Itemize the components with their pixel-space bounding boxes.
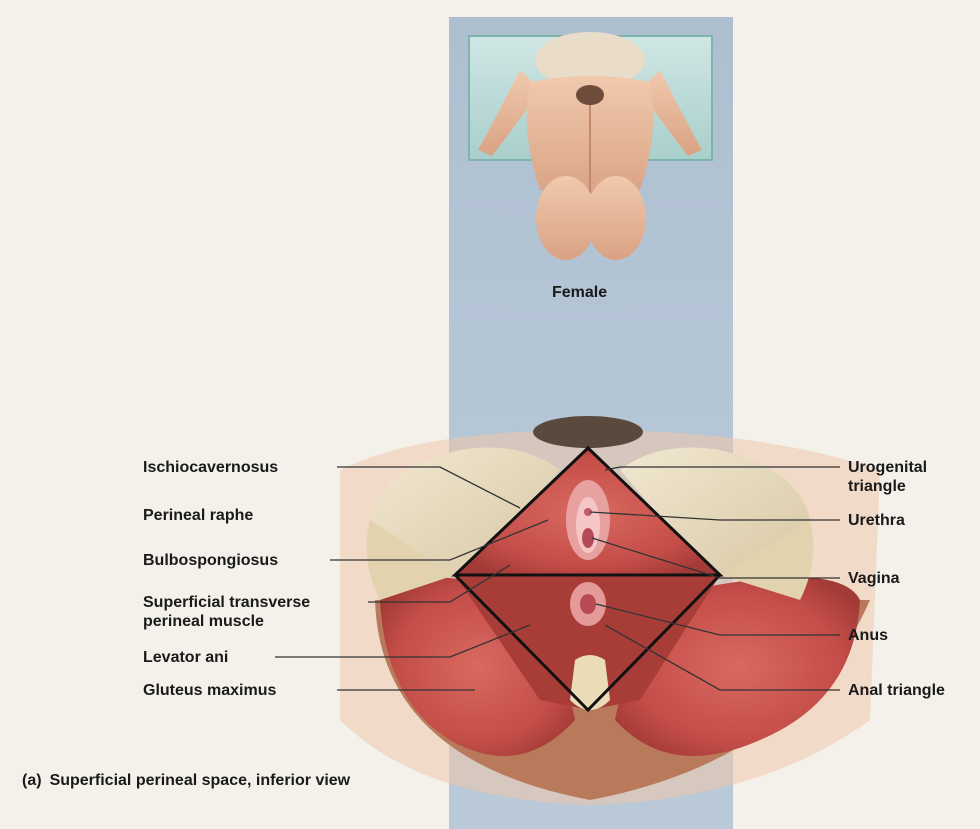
label-bulbospongiosus: Bulbospongiosus (143, 551, 278, 570)
inset-label: Female (552, 283, 607, 302)
label-ischiocavernosus: Ischiocavernosus (143, 458, 278, 477)
pubic-hair (533, 416, 643, 448)
label-urogenital-line2: triangle (848, 477, 906, 496)
anus-opening (580, 594, 596, 614)
perineum-illustration (340, 416, 880, 805)
figure-caption: (a) Superficial perineal space, inferior … (22, 772, 350, 790)
label-vagina: Vagina (848, 569, 900, 588)
coccyx (570, 655, 610, 710)
label-superficial-transverse-line1: Superficial transverse (143, 593, 310, 612)
label-gluteus-maximus: Gluteus maximus (143, 681, 276, 700)
inset-foot-right (586, 176, 646, 260)
caption-text: Superficial perineal space, inferior vie… (50, 772, 351, 789)
caption-tag: (a) (22, 772, 42, 789)
inset-figure (469, 32, 712, 260)
label-anus: Anus (848, 626, 888, 645)
label-anal-triangle: Anal triangle (848, 681, 945, 700)
label-urethra: Urethra (848, 511, 905, 530)
inset-pubic-hair (576, 85, 604, 105)
label-perineal-raphe: Perineal raphe (143, 506, 253, 525)
label-levator-ani: Levator ani (143, 648, 228, 667)
label-urogenital-line1: Urogenital (848, 458, 927, 477)
label-superficial-transverse-line2: perineal muscle (143, 612, 264, 631)
